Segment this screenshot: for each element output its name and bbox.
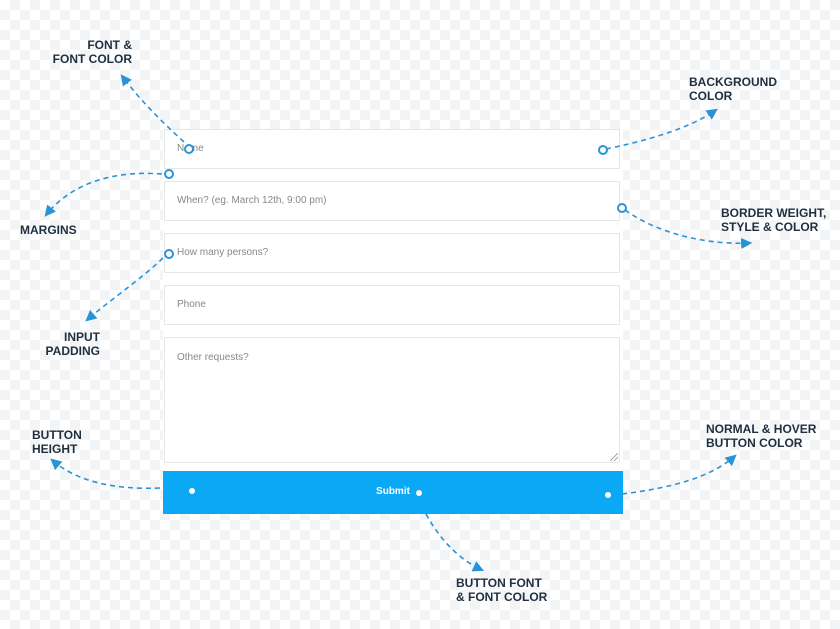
arrow-margins (44, 172, 163, 217)
arrow-button-color (621, 454, 737, 495)
arrow-border (624, 209, 753, 250)
button-color-marker-dot (605, 492, 611, 498)
input-padding-label: INPUT PADDING (45, 330, 100, 358)
other-requests-textarea[interactable]: Other requests? (164, 337, 620, 463)
background-color-label: BACKGROUND COLOR (689, 75, 777, 103)
button-height-label: BUTTON HEIGHT (32, 428, 82, 456)
resize-grip-icon[interactable] (610, 453, 618, 461)
phone-input[interactable]: Phone (164, 285, 620, 325)
persons-input[interactable]: How many persons? (164, 233, 620, 273)
border-label: BORDER WEIGHT, STYLE & COLOR (721, 206, 827, 234)
arrow-button-height (50, 458, 161, 490)
button-font-label: BUTTON FONT & FONT COLOR (456, 576, 548, 604)
arrow-font-color (120, 74, 185, 143)
font-marker-dot (184, 144, 194, 154)
form-panel: Name When? (eg. March 12th, 9:00 pm) How… (163, 129, 623, 514)
button-color-label: NORMAL & HOVER BUTTON COLOR (706, 422, 817, 450)
button-font-marker-dot (416, 490, 422, 496)
other-requests-placeholder: Other requests? (177, 352, 249, 363)
border-marker-dot (617, 203, 627, 213)
padding-marker-dot (164, 249, 174, 259)
background-marker-dot (598, 145, 608, 155)
arrow-button-font (425, 513, 485, 572)
submit-button[interactable]: Submit (163, 471, 623, 514)
button-height-marker-dot (189, 488, 195, 494)
font-color-label: FONT & FONT COLOR (52, 38, 132, 66)
when-input[interactable]: When? (eg. March 12th, 9:00 pm) (164, 181, 620, 221)
margins-label: MARGINS (20, 223, 77, 237)
name-input[interactable]: Name (164, 129, 620, 169)
margins-marker-dot (164, 169, 174, 179)
arrow-background-color (605, 108, 718, 150)
arrow-input-padding (85, 257, 164, 322)
